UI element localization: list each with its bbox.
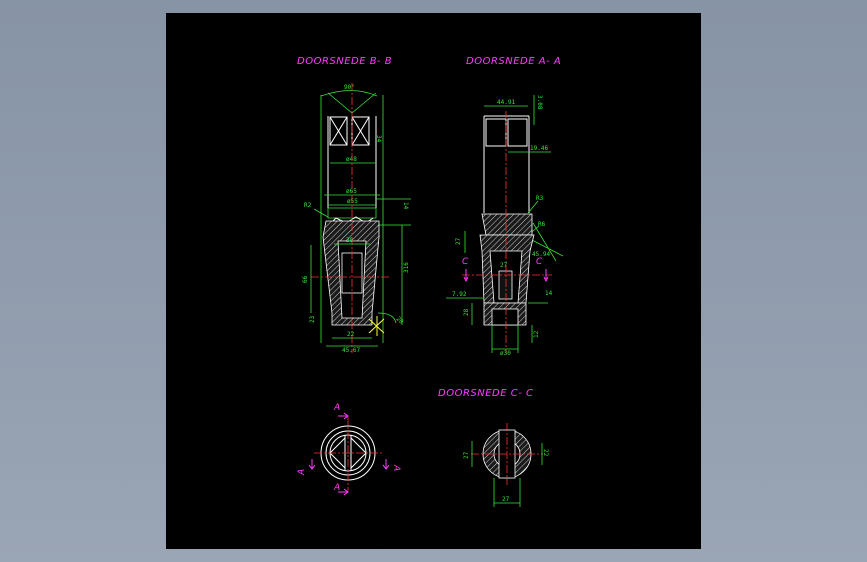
dim-r3: R3 [536, 195, 544, 202]
arc-20 [377, 312, 397, 324]
dim-aa-27b: 27 [500, 262, 508, 269]
dim-34: 34 [375, 135, 382, 143]
square-right-cross [351, 116, 370, 146]
collar-band [327, 207, 377, 219]
section-cc-view: 27 22 27 [463, 423, 549, 507]
dim-792: 7.92 [452, 291, 467, 298]
cut-label-c-left: C [462, 257, 469, 267]
dim-4594: 45.94 [532, 251, 550, 258]
dim-r2: R2 [304, 202, 312, 209]
cad-drawing: DOORSNEDE B- B DOORSNEDE A- A DOORSNEDE … [297, 56, 564, 507]
aa-flat-right [507, 118, 528, 147]
dim-angle-90: 90° [344, 84, 355, 91]
section-aa-view: 44.91 3.08 19.46 R3 R6 45.94 27 27 C C 7… [446, 95, 564, 357]
dim-4491: 44.91 [497, 99, 515, 106]
plan-label-a-bottom: A [333, 483, 340, 493]
dim-cc-27a: 27 [463, 451, 470, 459]
dim-66: 66 [302, 275, 309, 283]
dim-14: 14 [402, 202, 409, 210]
dim-aa-28: 28 [463, 308, 470, 316]
ext-lines-aa-30 [491, 325, 519, 353]
aa-pin [498, 270, 513, 300]
cut-label-c-right: C [536, 257, 543, 267]
dim-aa-12: 12 [533, 330, 540, 338]
dim-r6: R6 [538, 221, 546, 228]
leader-r2 [313, 208, 329, 218]
title-section-bb: DOORSNEDE B- B [297, 56, 392, 67]
angle-lines-4594 [527, 222, 564, 262]
dim-1946: 19.46 [530, 145, 548, 152]
plan-label-a-top: A [333, 403, 340, 413]
square-left [329, 116, 348, 146]
dim-cc-27b: 27 [502, 496, 510, 503]
dim-aa-27a: 27 [455, 237, 462, 245]
drawing-sheet: DOORSNEDE B- B DOORSNEDE A- A DOORSNEDE … [166, 13, 701, 549]
aa-collar-hatch [481, 213, 533, 236]
dim-line-cc-27b [493, 478, 521, 507]
dim-22: 22 [347, 331, 355, 338]
dim-316: 316 [403, 262, 410, 273]
plan-label-a-right: A [391, 464, 401, 471]
leader-r3 [527, 200, 539, 214]
dim-20: 20 [395, 315, 405, 325]
dim-4567: 45.67 [342, 347, 360, 354]
plan-arrow-bottom [338, 488, 349, 496]
dim-aa-30: ø30 [500, 350, 511, 357]
dim-aa-14: 14 [545, 290, 553, 297]
plan-arrow-left [308, 459, 316, 470]
section-bb-view: 90° 34 ø48 ø65 ø55 R2 14 38 66 316 22 45… [302, 83, 411, 354]
square-left-cross [329, 116, 348, 146]
title-section-aa: DOORSNEDE A- A [466, 56, 561, 67]
title-section-cc: DOORSNEDE C- C [438, 388, 534, 399]
dim-38: 38 [346, 237, 354, 244]
cut-arrow-c-left [463, 269, 469, 283]
dim-55: ø55 [347, 198, 358, 205]
plan-label-a-left: A [297, 469, 307, 476]
plan-arrow-right [382, 459, 390, 470]
aa-base-bore [491, 308, 519, 326]
shank-outline [327, 116, 377, 208]
cut-arrow-c-right [543, 269, 549, 283]
snap-marker [368, 316, 385, 336]
dim-23: 23 [309, 315, 316, 323]
plan-view: A A A A [297, 403, 401, 496]
angle-arc [320, 90, 378, 97]
dim-cc-22: 22 [542, 449, 549, 457]
plan-arrow-top [338, 412, 349, 420]
aa-shank-outline [483, 115, 530, 213]
dim-308: 3.08 [536, 95, 543, 110]
aa-flat-left [485, 118, 507, 147]
